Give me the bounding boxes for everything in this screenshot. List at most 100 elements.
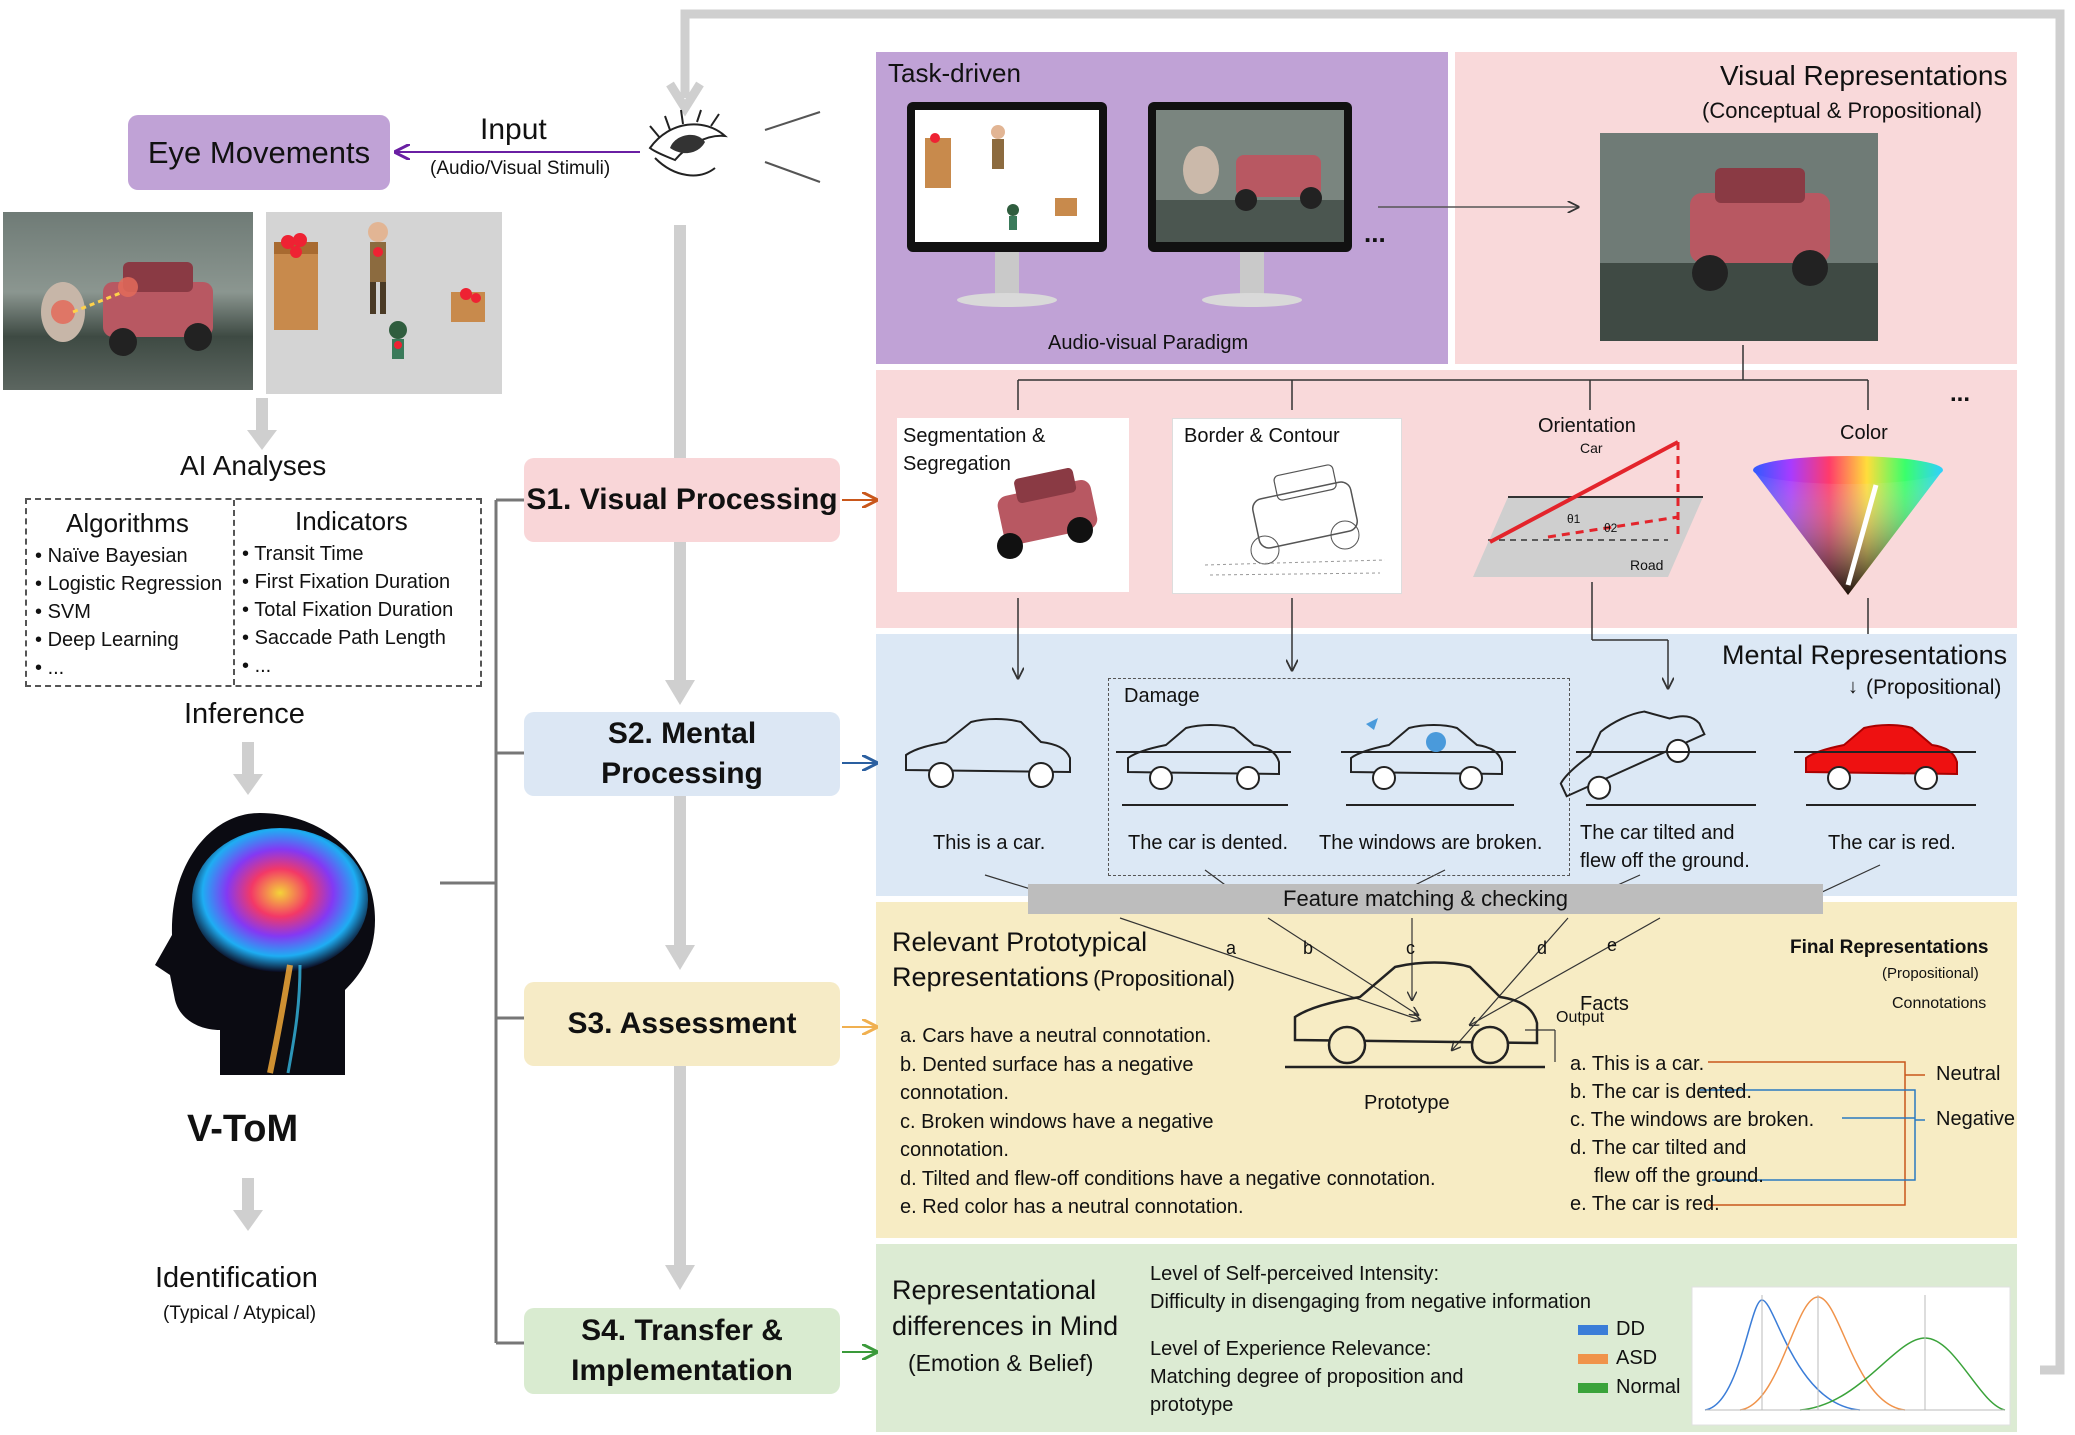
mental-rep-subtitle-arrow: ↓	[1848, 676, 1858, 698]
ground-lines	[1122, 804, 1976, 806]
output-label: Output	[1556, 1009, 1605, 1026]
damage-group-box	[1108, 678, 1570, 876]
list-item: ...	[35, 654, 222, 682]
legend-swatch	[1578, 1382, 1608, 1393]
list-item: Transit Time	[242, 540, 453, 568]
feature-matching-bar: Feature matching & checking	[1028, 884, 1823, 914]
stage-s2-mental-processing[interactable]: S2. Mental Processing	[524, 712, 840, 796]
task-ellipsis: ...	[1364, 218, 1386, 248]
final-representations-sub: (Propositional)	[1882, 965, 1979, 982]
indicators-title: Indicators	[295, 506, 408, 536]
representations-title: Representations (Propositional)	[892, 962, 1235, 993]
stage-s4-label-line1: S4. Transfer &	[581, 1314, 783, 1347]
brain-head-icon	[155, 813, 375, 1075]
statement-b-cont: connotation.	[900, 1082, 1009, 1104]
stage-s2-label: S2. Mental Processing	[601, 717, 763, 790]
list-item: Naïve Bayesian	[35, 542, 222, 570]
prototype-label: Prototype	[1364, 1092, 1450, 1114]
feature-matching-label: Feature matching & checking	[1283, 886, 1568, 911]
monitor-crash-image	[1148, 102, 1352, 307]
orientation-diagram	[1473, 440, 1703, 577]
fact-e: e. The car is red.	[1570, 1193, 1720, 1215]
car-sketch-3	[1341, 718, 1516, 790]
monitor-cartoon-image	[907, 102, 1107, 307]
statement-b: b. Dented surface has a negative	[900, 1053, 1194, 1076]
task-driven-title: Task-driven	[888, 58, 1021, 88]
arrow-letter-c: c	[1406, 938, 1415, 958]
car-sketch-4	[1559, 710, 1706, 800]
facts-list: a. This is a car. b. The car is dented. …	[1570, 1050, 1814, 1218]
caption-car-dented: The car is dented.	[1128, 832, 1289, 854]
final-representations-title: Final Representations	[1790, 937, 1989, 958]
eye-movements-label: Eye Movements	[147, 134, 371, 170]
identification-sublabel: (Typical / Atypical)	[163, 1303, 317, 1324]
audio-visual-paradigm-label: Audio-visual Paradigm	[1048, 332, 1249, 354]
list-item: Saccade Path Length	[242, 624, 453, 652]
features-ellipsis: ...	[1950, 380, 1971, 407]
caption-car-tilted: The car tilted and	[1580, 822, 1735, 844]
indicators-list: Transit Time First Fixation Duration Tot…	[242, 540, 453, 680]
algorithms-indicators-box	[25, 498, 482, 687]
orientation-label: Orientation	[1538, 415, 1636, 437]
color-label: Color	[1840, 422, 1888, 444]
fact-d: d. The car tilted and	[1570, 1137, 1747, 1159]
legend-swatch	[1578, 1324, 1608, 1335]
identification-label: Identification	[155, 1262, 318, 1294]
algorithms-list: Naïve Bayesian Logistic Regression SVM D…	[35, 542, 223, 682]
statement-e: e. Red color has a neutral connotation.	[900, 1196, 1244, 1218]
input-sublabel: (Audio/Visual Stimuli)	[430, 158, 611, 179]
caption-car-red: The car is red.	[1828, 832, 1956, 854]
legend-normal-label: Normal	[1616, 1376, 1681, 1398]
list-item: Deep Learning	[35, 626, 222, 654]
color-cone-icon	[1753, 456, 1943, 595]
car-sketch-5-red	[1794, 724, 1976, 790]
negative-label: Negative	[1936, 1108, 2015, 1130]
caption-windows-broken: The windows are broken.	[1319, 832, 1543, 854]
rep-differences-line2: differences in Mind	[892, 1311, 1119, 1341]
statement-a: a. Cars have a neutral connotation.	[900, 1025, 1212, 1047]
fact-a: a. This is a car.	[1570, 1053, 1705, 1075]
road-label: Road	[1630, 557, 1664, 573]
legend-asd-label: ASD	[1616, 1347, 1658, 1369]
car-sketches	[905, 710, 1976, 800]
input-label: Input	[480, 113, 547, 146]
relevant-prototypical-title: Relevant Prototypical	[892, 927, 1148, 957]
mental-rep-subtitle: (Propositional)	[1866, 676, 2002, 699]
stage-s1-visual-processing[interactable]: S1. Visual Processing	[524, 458, 840, 542]
arrow-letter-b: b	[1303, 938, 1314, 958]
segregation-label: Segregation	[903, 453, 1011, 475]
statement-c-cont: connotation.	[900, 1139, 1009, 1161]
mental-rep-title: Mental Representations	[1722, 640, 2008, 670]
car-label: Car	[1580, 440, 1603, 456]
theta1-label: θ1	[1567, 512, 1581, 526]
stage-s4-transfer[interactable]: S4. Transfer & Implementation	[524, 1308, 840, 1394]
crash-photo	[1600, 133, 1878, 341]
legend-asd: ASD	[1578, 1344, 1680, 1373]
relevance-desc-cont: prototype	[1150, 1394, 1234, 1416]
relevance-title: Level of Experience Relevance:	[1150, 1338, 1432, 1360]
stage-s3-assessment[interactable]: S3. Assessment	[524, 982, 840, 1066]
arrow-letter-e: e	[1607, 935, 1618, 955]
prototype-car-sketch	[1285, 961, 1545, 1069]
assessment-panel	[876, 902, 2017, 1238]
chart-legend: DD ASD Normal	[1578, 1315, 1680, 1402]
connotations-label: Connotations	[1892, 995, 1987, 1012]
damage-label: Damage	[1124, 685, 1200, 707]
crash-stimulus-image	[3, 212, 253, 390]
fact-d-cont: flew off the ground.	[1594, 1165, 1764, 1187]
intensity-title: Level of Self-perceived Intensity:	[1150, 1263, 1440, 1285]
relevance-desc: Matching degree of proposition and	[1150, 1366, 1464, 1388]
neutral-label: Neutral	[1936, 1063, 2001, 1085]
visual-rep-subtitle: (Conceptual & Propositional)	[1702, 98, 1983, 123]
stage-s4-label-line2: Implementation	[571, 1354, 793, 1387]
theta2-label: θ2	[1604, 521, 1618, 535]
edge-car-image	[1204, 464, 1386, 576]
legend-dd-label: DD	[1616, 1318, 1645, 1340]
fact-c: c. The windows are broken.	[1570, 1109, 1815, 1131]
border-contour-label: Border & Contour	[1184, 425, 1340, 447]
caption-this-is-a-car: This is a car.	[933, 832, 1046, 854]
facts-label: Facts	[1580, 993, 1629, 1015]
representations-sublabel: (Propositional)	[1093, 966, 1235, 991]
rep-differences-line1: Representational	[892, 1275, 1097, 1305]
car-sketch-2	[1116, 724, 1291, 790]
